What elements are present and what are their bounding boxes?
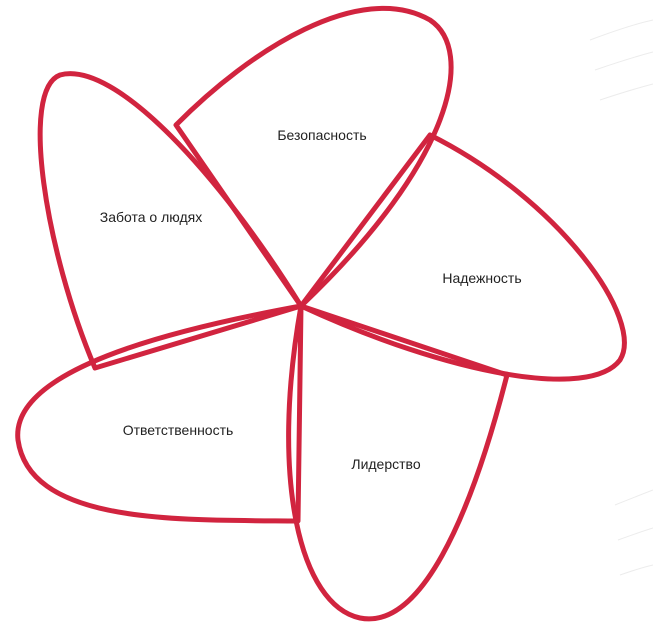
label-leadership: Лидерство [351,456,420,472]
petal-leadership-outline [286,303,510,622]
label-safety: Безопасность [277,127,366,143]
petals-group [15,5,627,622]
label-reliability: Надежность [442,270,521,286]
petal-labels: Безопасность Забота о людях Надежность О… [100,127,522,472]
background-decoration [589,19,653,576]
petal-safety-outline [173,5,454,309]
label-care: Забота о людях [100,209,202,225]
petal-care-outline [37,71,304,371]
petal-reliability-outline [298,132,627,382]
label-responsibility: Ответственность [123,422,234,438]
petal-responsibility-outline [15,303,304,524]
